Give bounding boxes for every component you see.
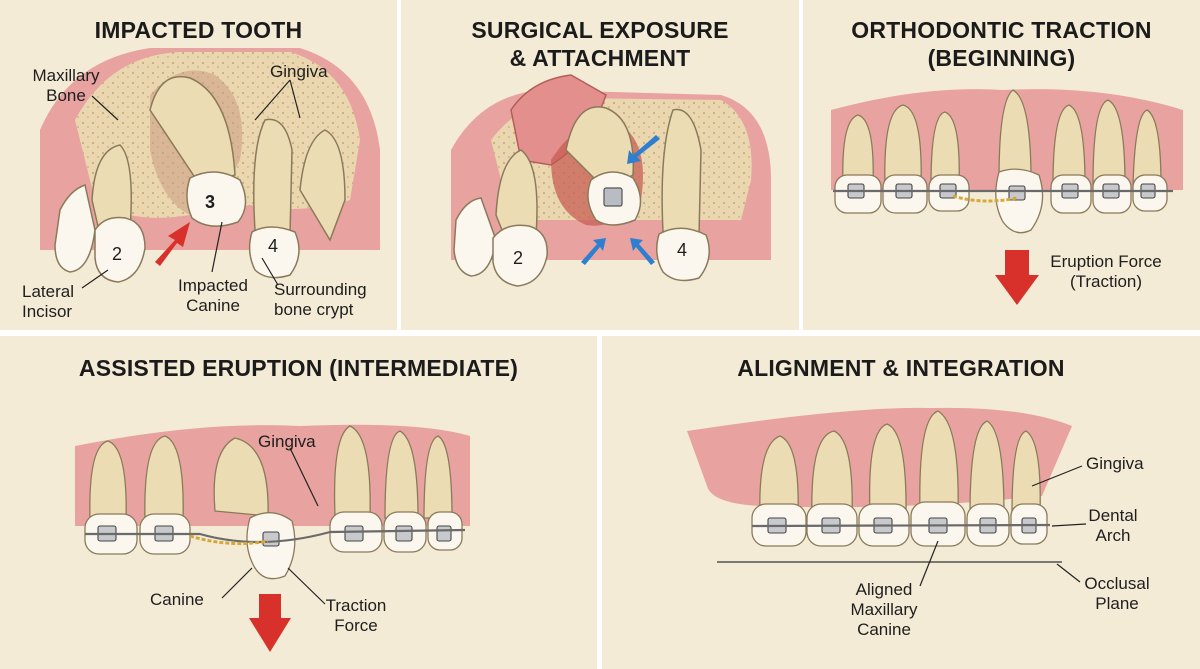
assisted-eruption-illustration (75, 424, 470, 652)
tooth-number-3: 3 (205, 192, 216, 212)
blue-arrow-icon (627, 135, 660, 164)
panel-surgical-exposure: SURGICAL EXPOSURE & ATTACHMENT 2 4 (401, 0, 799, 330)
label-bone-crypt: Surrounding bone crypt (274, 280, 367, 319)
red-arrow-icon (995, 250, 1039, 305)
impacted-canine (186, 171, 247, 227)
panel-title: ORTHODONTIC TRACTION (BEGINNING) (851, 17, 1152, 71)
label-aligned-canine: Aligned Maxillary Canine (850, 580, 918, 639)
lateral-incisor (94, 216, 146, 283)
root-row (89, 425, 453, 522)
label-impacted-canine: Impacted Canine (178, 276, 248, 315)
gold-chain (952, 194, 1018, 203)
tooth-number-4: 4 (268, 236, 279, 256)
panel-orthodontic-traction: ORTHODONTIC TRACTION (BEGINNING) (803, 0, 1200, 330)
red-arrow-icon (155, 222, 190, 266)
panel-title: ASSISTED ERUPTION (INTERMEDIATE) (78, 355, 519, 381)
orthodontic-traction-illustration (831, 89, 1183, 305)
canine-root (149, 76, 236, 186)
label-traction-force: Traction Force (325, 596, 387, 635)
panel-title: SURGICAL EXPOSURE & ATTACHMENT (471, 17, 729, 71)
root-row (842, 89, 1162, 186)
blue-arrow-icon (630, 238, 655, 265)
premolar (248, 226, 300, 279)
canine-root (565, 106, 635, 191)
premolar-root (253, 118, 293, 236)
root-row (759, 410, 1041, 517)
premolar-root (661, 108, 702, 237)
tooth-number-4: 4 (677, 240, 688, 260)
label-gingiva: Gingiva (1086, 454, 1144, 473)
label-dental-arch: Dental Arch (1088, 506, 1138, 545)
lateral-incisor (492, 224, 548, 287)
gold-chain (189, 534, 269, 546)
tooth-number-2: 2 (513, 248, 524, 268)
panel-alignment-integration: ALIGNMENT & INTEGRATION (602, 336, 1200, 669)
blue-arrow-icon (581, 238, 606, 265)
alignment-integration-illustration (687, 407, 1087, 587)
surgical-exposure-illustration (451, 74, 771, 287)
crown-row (751, 501, 1048, 547)
molar-root (299, 129, 346, 242)
premolar (656, 227, 710, 282)
panel-title: IMPACTED TOOTH (94, 17, 303, 43)
label-maxillary-bone: Maxillary Bone (32, 66, 100, 105)
panel-assisted-eruption: ASSISTED ERUPTION (INTERMEDIATE) (0, 336, 597, 669)
impacted-tooth-illustration (40, 48, 380, 289)
label-occlusal-plane: Occlusal Plane (1084, 574, 1150, 613)
label-gingiva: Gingiva (270, 62, 328, 81)
tooth-number-2: 2 (112, 244, 123, 264)
archwire (751, 523, 1051, 528)
label-gingiva: Gingiva (258, 432, 316, 451)
bonded-bracket (603, 187, 623, 207)
incisor-root (495, 149, 538, 241)
central-incisor (54, 184, 96, 273)
panel-title: ALIGNMENT & INTEGRATION (737, 355, 1065, 381)
red-arrow-icon (249, 594, 291, 652)
label-eruption-force: Eruption Force (Traction) (1050, 252, 1162, 291)
panel-impacted-tooth: IMPACTED TOOTH 3 2 4 (0, 0, 397, 330)
label-canine: Canine (150, 590, 204, 609)
label-lateral-incisor: Lateral Incisor (22, 282, 74, 321)
incisor-root (91, 144, 132, 236)
